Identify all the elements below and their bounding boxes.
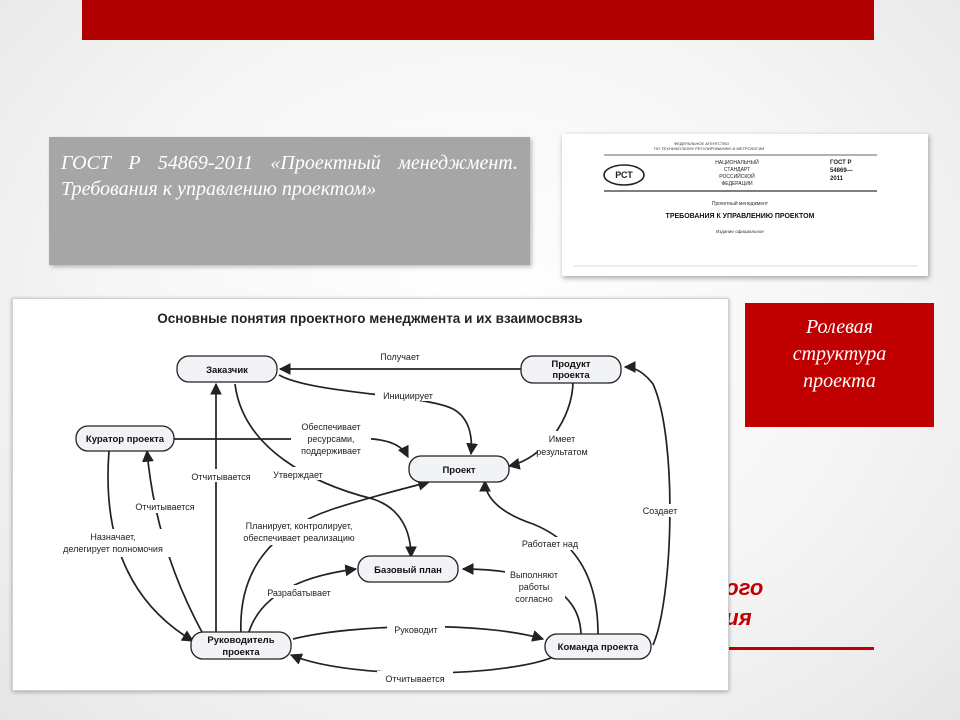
label-develops: Разрабатывает [267, 588, 331, 598]
doc-subtitle: Проектный менеджмент [712, 200, 769, 207]
role-line-3: проекта [803, 370, 876, 392]
node-team-label: Команда проекта [558, 642, 639, 653]
node-product-label-1: Продукт [551, 359, 590, 370]
doc-header-line-2: ПО ТЕХНИЧЕСКОМУ РЕГУЛИРОВАНИЮ И МЕТРОЛОГ… [654, 146, 764, 151]
doc-header-line-1: ФЕДЕРАЛЬНОЕ АГЕНТСТВО [674, 141, 729, 146]
label-works-on: Работает над [522, 539, 579, 549]
node-manager-label-1: Руководитель [207, 635, 274, 646]
label-has-result-1: Имеет [549, 434, 576, 444]
label-executes-2: работы [519, 582, 550, 592]
label-creates: Создает [643, 506, 677, 516]
label-plans-2: обеспечивает реализацию [243, 533, 354, 543]
edge-works-on [479, 479, 599, 635]
doc-edition: Издание официальное [716, 229, 764, 234]
label-approves: Утверждает [273, 470, 323, 480]
label-has-result-2: результатом [536, 447, 587, 457]
node-product-label-2: проекта [552, 370, 590, 381]
label-appoints-1: Назначает, [90, 532, 135, 542]
label-provides-1: Обеспечивает [301, 422, 360, 432]
label-reports-to-customer: Отчитывается [191, 472, 250, 482]
label-provides-3: поддерживает [301, 446, 361, 456]
concepts-diagram: Основные понятия проектного менеджмента … [12, 298, 729, 691]
edge-develops [247, 564, 358, 636]
gost-standard-box: ГОСТ Р 54869-2011 «Проектный менеджмент.… [49, 137, 530, 265]
doc-gost-number-3: 2011 [830, 176, 844, 182]
label-reports-team: Отчитывается [385, 674, 444, 684]
role-line-1: Ролевая [806, 316, 873, 338]
node-baseline: Базовый план [357, 555, 459, 583]
node-manager-label-2: проекта [222, 647, 260, 658]
label-executes-3: согласно [515, 594, 552, 604]
gost-logo [603, 164, 645, 186]
gost-document-thumbnail: ФЕДЕРАЛЬНОЕ АГЕНТСТВО ПО ТЕХНИЧЕСКОМУ РЕ… [562, 134, 928, 276]
node-curator-label: Куратор проекта [86, 434, 165, 445]
node-team: Команда проекта [544, 633, 652, 660]
node-product: Продукт проекта [520, 355, 622, 384]
label-reports-to-curator: Отчитывается [135, 502, 194, 512]
label-executes-1: Выполняют [510, 570, 558, 580]
doc-standard-line-3: РОССИЙСКОЙ [719, 172, 755, 180]
label-appoints-2: делегирует полномочия [63, 544, 163, 554]
doc-standard-line-1: НАЦИОНАЛЬНЫЙ [715, 158, 759, 166]
doc-gost-number-2: 54869— [830, 168, 853, 174]
edge-creates [623, 361, 671, 646]
label-leads: Руководит [394, 625, 437, 635]
role-structure-box: Ролевая структура проекта [745, 303, 934, 427]
node-project-label: Проект [442, 465, 475, 476]
doc-gost-number-1: ГОСТ Р [830, 160, 852, 166]
heading-underline [700, 647, 874, 650]
node-project: Проект [408, 455, 510, 483]
edge-approves [234, 383, 417, 559]
label-plans-1: Планирует, контролирует, [246, 521, 353, 531]
edge-initiates [278, 374, 478, 456]
svg-text:РСТ: РСТ [615, 170, 633, 180]
node-customer: Заказчик [176, 355, 278, 383]
role-line-2: структура [792, 343, 887, 365]
node-manager: Руководитель проекта [190, 631, 292, 660]
node-customer-label: Заказчик [206, 365, 248, 376]
doc-standard-line-4: ФЕДЕРАЦИИ [721, 181, 752, 187]
node-curator: Куратор проекта [75, 425, 175, 452]
top-accent-bar [82, 0, 874, 40]
edge-provides [173, 438, 409, 459]
edge-plans [240, 479, 431, 635]
edge-reports-team [289, 653, 559, 674]
label-provides-2: ресурсами, [307, 434, 354, 444]
label-receives: Получает [380, 352, 420, 362]
doc-standard-line-2: СТАНДАРТ [724, 167, 750, 173]
gost-standard-text: ГОСТ Р 54869-2011 «Проектный менеджмент.… [61, 152, 518, 200]
node-baseline-label: Базовый план [374, 565, 442, 576]
diagram-title: Основные понятия проектного менеджмента … [157, 311, 582, 326]
edge-appoints [107, 450, 195, 642]
label-initiates: Инициирует [383, 391, 433, 401]
doc-title: ТРЕБОВАНИЯ К УПРАВЛЕНИЮ ПРОЕКТОМ [666, 213, 815, 220]
